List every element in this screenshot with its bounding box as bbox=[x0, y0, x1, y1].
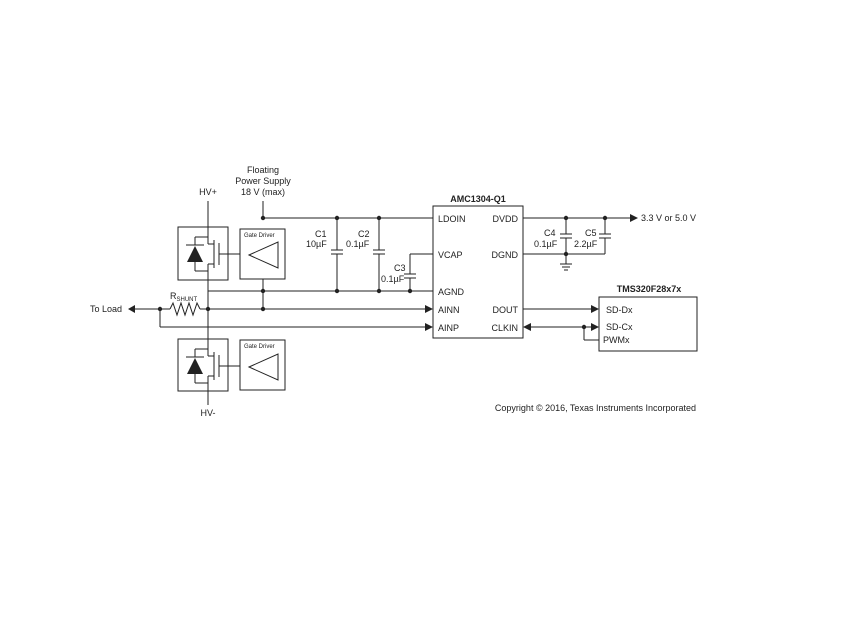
hv-plus-label: HV+ bbox=[199, 187, 217, 197]
mcu-name: TMS320F28x7x bbox=[617, 284, 682, 294]
clkin-arrow-icon bbox=[523, 323, 531, 331]
pin-dgnd: DGND bbox=[492, 250, 519, 260]
pin-dout: DOUT bbox=[493, 305, 519, 315]
pin-clkin: CLKIN bbox=[491, 323, 518, 333]
rshunt-resistor bbox=[169, 301, 201, 317]
pin-ainn: AINN bbox=[438, 305, 460, 315]
vout-arrow-icon bbox=[630, 214, 638, 222]
pin-agnd: AGND bbox=[438, 287, 465, 297]
upper-gate-driver-label: Gate Driver bbox=[244, 233, 275, 239]
pin-ldoin: LDOIN bbox=[438, 214, 466, 224]
junction-dots-left bbox=[157, 215, 413, 312]
ground-icon bbox=[560, 254, 572, 271]
pin-sd-cx: SD-Cx bbox=[606, 322, 633, 332]
pin-dvdd: DVDD bbox=[492, 214, 518, 224]
vout-label: 3.3 V or 5.0 V bbox=[641, 213, 696, 223]
capacitor-c2: C2 0.1µF bbox=[346, 218, 385, 291]
pin-pwmx: PWMx bbox=[603, 335, 630, 345]
tms320-mcu: TMS320F28x7x SD-Dx SD-Cx PWMx bbox=[598, 284, 698, 352]
junction-dots-right bbox=[563, 215, 608, 257]
capacitor-c4: C4 0.1µF bbox=[534, 218, 572, 254]
c2-name: C2 bbox=[358, 229, 370, 239]
ainp-arrow-icon bbox=[425, 323, 433, 331]
upper-switch bbox=[177, 226, 240, 281]
lower-gate-driver-label: Gate Driver bbox=[244, 344, 275, 350]
capacitor-c5: C5 2.2µF bbox=[574, 218, 611, 254]
c1-value: 10µF bbox=[306, 239, 327, 249]
supply-label-line1: Floating bbox=[247, 165, 279, 175]
c3-name: C3 bbox=[394, 263, 406, 273]
capacitor-c1: C1 10µF bbox=[306, 218, 343, 291]
lower-body-diode-icon bbox=[187, 358, 203, 374]
upper-buffer-icon bbox=[247, 241, 279, 269]
to-load-label: To Load bbox=[90, 304, 122, 314]
copyright-text: Copyright © 2016, Texas Instruments Inco… bbox=[495, 403, 696, 413]
c1-name: C1 bbox=[315, 229, 327, 239]
pin-vcap: VCAP bbox=[438, 250, 463, 260]
lower-switch bbox=[177, 338, 240, 392]
c4-name: C4 bbox=[544, 228, 556, 238]
lower-buffer-icon bbox=[247, 353, 279, 381]
lower-gate-driver: Gate Driver bbox=[239, 339, 286, 391]
dout-arrow-icon bbox=[591, 305, 599, 313]
amc-name: AMC1304-Q1 bbox=[450, 194, 506, 204]
c2-value: 0.1µF bbox=[346, 239, 370, 249]
c5-value: 2.2µF bbox=[574, 239, 598, 249]
c3-value: 0.1µF bbox=[381, 274, 405, 284]
capacitor-c3: C3 0.1µF bbox=[381, 253, 433, 291]
pin-sd-dx: SD-Dx bbox=[606, 305, 633, 315]
hv-minus-label: HV- bbox=[200, 408, 215, 418]
amc1304-chip: AMC1304-Q1 LDOIN VCAP AGND AINN AINP DVD… bbox=[432, 194, 524, 339]
c5-name: C5 bbox=[585, 228, 597, 238]
c4-value: 0.1µF bbox=[534, 239, 558, 249]
sdcx-arrow-icon bbox=[591, 323, 599, 331]
ainn-arrow-icon bbox=[425, 305, 433, 313]
pin-ainp: AINP bbox=[438, 323, 459, 333]
to-load-arrow-icon bbox=[128, 305, 135, 313]
supply-label-line2: Power Supply bbox=[235, 176, 291, 186]
upper-gate-driver: Gate Driver bbox=[239, 228, 286, 291]
supply-label-line3: 18 V (max) bbox=[241, 187, 285, 197]
upper-body-diode-icon bbox=[187, 246, 203, 262]
rshunt-label: RSHUNT bbox=[170, 291, 198, 303]
